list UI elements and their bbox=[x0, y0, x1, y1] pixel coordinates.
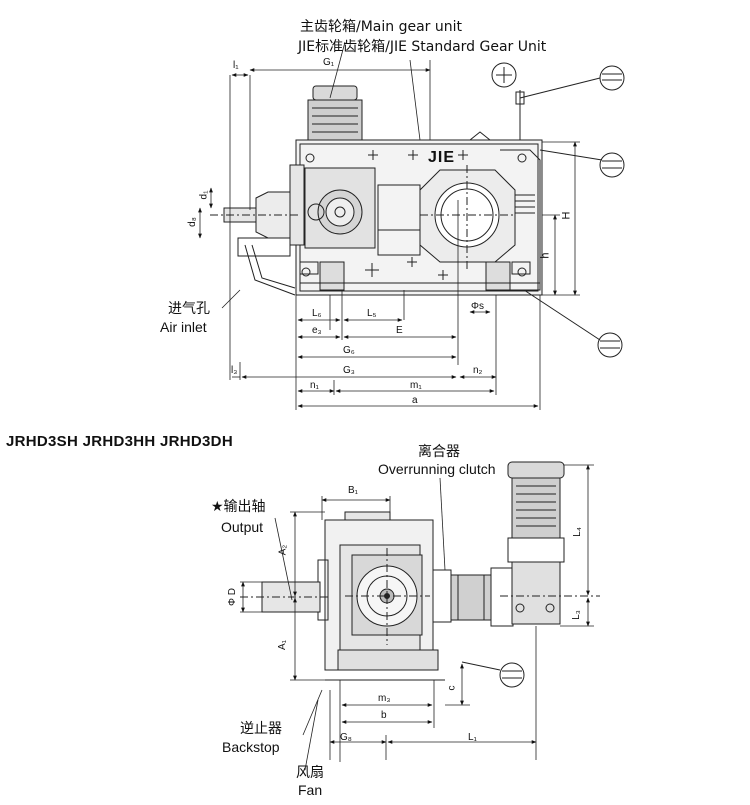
bottom-view-drawing bbox=[240, 461, 600, 771]
jie-logo: JIE bbox=[428, 149, 456, 166]
main-gear-unit-label: 主齿轮箱/Main gear unit bbox=[300, 19, 462, 35]
dim-G1: G₁ bbox=[323, 57, 335, 68]
dim-L6: L₆ bbox=[312, 308, 322, 319]
dim-phi-s: Φs bbox=[471, 301, 484, 312]
bottom-output-shaft bbox=[240, 581, 330, 613]
model-title: JRHD3SH JRHD3HH JRHD3DH bbox=[6, 433, 233, 450]
dim-L4: L₄ bbox=[571, 527, 583, 537]
fan-cn-label: 风扇 bbox=[296, 765, 324, 781]
jie-standard-gear-unit-label: JIE标准齿轮箱/JIE Standard Gear Unit bbox=[298, 39, 547, 55]
bottom-motor bbox=[500, 461, 600, 625]
top-view-drawing bbox=[198, 41, 625, 410]
dim-B1: B₁ bbox=[348, 485, 359, 496]
dim-l3: l₃ bbox=[231, 365, 238, 376]
bottom-housing bbox=[317, 511, 445, 681]
dim-b: b bbox=[381, 710, 387, 721]
backstop-cn-label: 逆止器 bbox=[240, 721, 282, 737]
air-inlet-cn-label: 进气孔 bbox=[168, 301, 210, 317]
top-dimension-lines bbox=[198, 41, 580, 410]
dim-G3: G₃ bbox=[343, 365, 355, 376]
bottom-accessories bbox=[461, 661, 525, 688]
output-shaft-cn-label: ★输出轴 bbox=[211, 499, 266, 515]
dim-c: c bbox=[446, 685, 458, 691]
dim-L3: L₃ bbox=[570, 610, 582, 620]
backstop-en-label: Backstop bbox=[222, 739, 280, 755]
dim-H: H bbox=[560, 211, 573, 220]
dim-A1: A₁ bbox=[277, 639, 289, 651]
overrunning-clutch-en-label: Overrunning clutch bbox=[378, 461, 496, 477]
top-housing bbox=[289, 131, 543, 296]
dim-l1: l₁ bbox=[233, 60, 239, 71]
bottom-clutch bbox=[432, 567, 514, 627]
dim-e3: e₃ bbox=[312, 325, 322, 336]
dim-m3: m₃ bbox=[378, 693, 391, 704]
air-inlet-en-label: Air inlet bbox=[160, 319, 207, 335]
dim-h: h bbox=[539, 252, 552, 259]
dim-phi-D: Φ D bbox=[226, 588, 238, 606]
dim-n1: n₁ bbox=[310, 380, 319, 391]
top-side-accessories bbox=[491, 62, 625, 358]
dim-d8: d₈ bbox=[186, 217, 198, 227]
dim-n2: n₂ bbox=[473, 365, 483, 376]
bottom-dimension-lines bbox=[240, 464, 594, 771]
dim-L1: L₁ bbox=[468, 732, 477, 743]
dim-G6: G₆ bbox=[343, 345, 355, 356]
dim-m1: m₁ bbox=[410, 380, 422, 391]
dim-d1: d₁ bbox=[198, 190, 210, 200]
dim-A2: A₂ bbox=[277, 544, 289, 556]
dim-a: a bbox=[412, 395, 418, 406]
fan-en-label: Fan bbox=[298, 782, 323, 798]
top-input-shaft bbox=[210, 191, 300, 296]
overrunning-clutch-cn-label: 离合器 bbox=[418, 444, 460, 460]
dim-L5: L₅ bbox=[367, 308, 377, 319]
dim-G8: G₈ bbox=[340, 732, 352, 743]
output-shaft-en-label: Output bbox=[221, 519, 264, 535]
dim-E: E bbox=[396, 325, 403, 336]
